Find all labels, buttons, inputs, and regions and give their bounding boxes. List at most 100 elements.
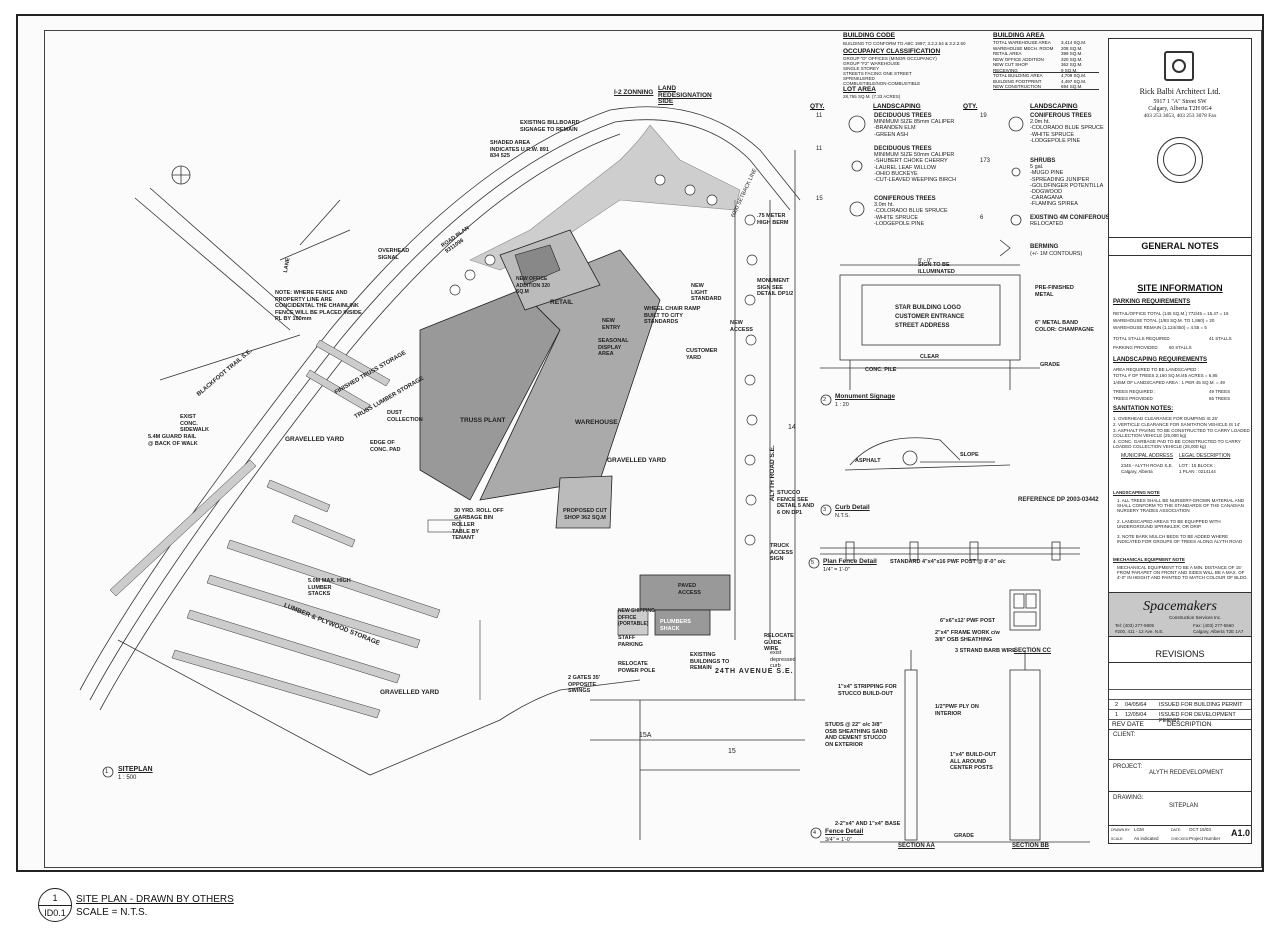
landscape-item-line: -COLORADO BLUE SPRUCE [874,208,948,215]
customer-yard-label: CUSTOMER YARD [686,348,718,361]
landscape-item-line: CONIFEROUS TREES [874,196,936,202]
occupancy-line: STREETS FACING ONE STREET [843,71,912,76]
existing-buildings-label: EXISTING BUILDINGS TO REMAIN [690,652,730,671]
landscape-item-line: DECIDUOUS TREES [874,113,932,119]
dust-collection-label: DUST COLLECTION [387,410,423,423]
project-label: PROJECT: [1113,764,1143,770]
landscape-item-line: -CUT-LEAVED WEEPING BIRCH [874,177,957,183]
scale-label: SCALE: [1111,837,1124,841]
badge-sheet: ID0.1 [44,908,66,918]
plumbers-shack-label: PLUMBERS SHACK [660,619,691,632]
new-light-label: NEW LIGHT STANDARD [691,283,722,302]
sanitation-2: 2. VERTICLE CLEARANCE FOR SANITATION VEH… [1113,422,1241,427]
section-cc: SECTION CC [1014,648,1052,654]
monument-clear: CLEAR [920,354,939,360]
lot-15: 15 [728,748,736,755]
lot-15a: 15A [639,732,652,739]
detail-2-num: 2 [823,397,827,403]
landscape-item-line: RELOCATED [1030,221,1064,228]
landscape-item-line: 5 gal. [1030,164,1044,171]
detail-4-num: 4 [813,830,817,836]
building-code-text: BUILDING TO CONFORM TO ABC 1997; 3.2.2.5… [843,41,966,46]
truck-access-label: TRUCK ACCESS SIGN [770,543,793,562]
building-code-heading: BUILDING CODE [843,32,895,39]
land-line-3: 1/45M OF LANDSCAPED AREA : 1 PER 45 SQ.M… [1113,380,1225,385]
occupancy-line: GROUP "F2" WAREHOUSE [843,61,900,66]
landscape-item-line: -BRANDEN ELM [874,125,916,132]
firm-phone: 403 253 3053, 403 253 3078 Fax [1143,113,1217,119]
two-gates-label: 2 GATES 35' OPPOSITE SWINGS [568,675,601,694]
lumber-stacks-label: 5.0M MAX. HIGH LUMBER STACKS [308,578,351,597]
siteplan-label: SITEPLAN [118,766,153,773]
landscape-item-line: -LODGEPOLE PINE [1030,137,1081,144]
spacemakers-fax: Fax: (403) 277-5560 [1193,623,1234,628]
asphalt-label: ASPHALT [855,458,881,464]
parking-line-2: WAREHOUSE TOTAL (1/93 SQ.M. TO 1,860) = … [1113,318,1215,323]
roll-off-label: 30 YRD. ROLL OFF GARBAGE BIN [454,508,504,521]
berming-label: BERMING [1030,244,1059,250]
area-label: NEW OFFICE ADDITION [993,56,1044,62]
firm-address-2: Calgary, Alberta T2H 0G4 [1148,106,1212,112]
landscape-item-line: 3.0m ht. [874,202,894,209]
landscape-item-line: -LAUREL LEAF WILLOW [874,164,937,171]
shaded-area-label: SHADED AREA INDICATES U.R.W. 891 834 525 [490,140,549,159]
relocate-pole-label: RELOCATE POWER POLE [618,661,656,674]
drawn-value: LGM [1134,827,1144,832]
warehouse-label: WAREHOUSE [575,419,618,426]
rev-description: ISSUED FOR BUILDING PERMIT [1159,702,1243,708]
landscaping-heading-left: LANDSCAPING [873,103,921,110]
scale-value: As indicated [1134,836,1159,841]
detail-2-scale: 1 : 20 [835,402,849,408]
sign-line-3: STREET ADDRESS [895,323,950,329]
firm-name: Rick Balbi Architect Ltd. [1139,87,1221,96]
area-label: TOTAL BUILDING AREA [993,73,1043,78]
qty-heading-right: QTY. [963,103,978,110]
sheet-number: A1.0 [1231,828,1251,838]
cut-shop-label: PROPOSED CUT SHOP 362 SQ.M [562,508,607,521]
billboard-label: EXISTING BILLBOARD SIGNAGE TO REMAIN [520,120,580,133]
landscaping-heading-right: LANDSCAPING [1030,103,1078,110]
rev-date: 04/05/64 [1125,702,1147,708]
exist-curb-label: exist depressed curb [770,650,796,669]
frame-note: 2"x4" FRAME WORK c/w 3/8" OSB SHEATHING [935,630,1000,643]
qty-heading-left: QTY. [810,103,825,110]
shipping-office-label: NEW SHIPPING OFFICE (PORTABLE) [618,608,655,627]
monument-grade: GRADE [1040,362,1060,368]
footer-scale: SCALE = N.T.S. [76,907,148,918]
siteplan-marker: 1 [105,769,109,775]
overhead-signal-label: OVERHEAD SIGNAL [378,248,410,261]
parking-provided-label: PARKING PROVIDED [1113,345,1158,350]
landscaping-note-2: 2. LANDSCAPED AREAS TO BE EQUIPPED WITH … [1117,519,1221,529]
section-bb: SECTION BB [1012,843,1050,849]
conc-pile: CONC. PILE [865,367,897,373]
rev-number: 1 [1115,712,1119,718]
lot-14: 14 [788,424,796,431]
landscape-qty: 6 [980,215,984,221]
building-area-heading: BUILDING AREA [993,32,1045,39]
landscape-qty: 173 [980,158,991,164]
area-value: 4,497 SQ.M. [1061,78,1087,84]
landscape-item-line: DECIDUOUS TREES [874,146,932,152]
landscape-item-line: MINIMUM SIZE 85mm CALIPER [874,119,955,126]
title-block: Rick Balbi Architect Ltd. 5917 1 "A" Str… [1108,38,1252,844]
sanitation-3: 3. ASPHALT PAVING TO BE CONSTRUCTED TO C… [1113,428,1250,438]
seasonal-display-label: SEASONAL DISPLAY AREA [598,338,629,357]
build-out-note: 1"x4" BUILD-OUT ALL AROUND CENTER POSTS [950,752,997,771]
rev-number: 2 [1115,702,1119,708]
landscaping-req-heading: LANDSCAPING REQUIREMENTS [1113,357,1208,363]
reference-label: REFERENCE DP 2003-03442 [1018,497,1099,503]
land-line-1: AREA REQUIRED TO BE LANDSCAPED : [1113,367,1199,372]
landscape-item-line: CONIFEROUS TREES [1030,113,1092,119]
drawing-label: DRAWING: [1113,795,1144,801]
detail-4-title: Fence Detail [825,828,864,835]
berm-label: .75 METER HIGH BERM [757,213,789,226]
spacemakers-address: #200, 411 - 12 Ave. N.E. [1115,629,1164,634]
new-access-label: NEW ACCESS [730,320,753,333]
monument-sign-label: MONUMENT SIGN SEE DETAIL DP1/2 [757,278,794,297]
checked-label: CHECKED: [1171,837,1190,841]
alyth-road-label: ALYTH ROAD S.E. [768,445,776,502]
